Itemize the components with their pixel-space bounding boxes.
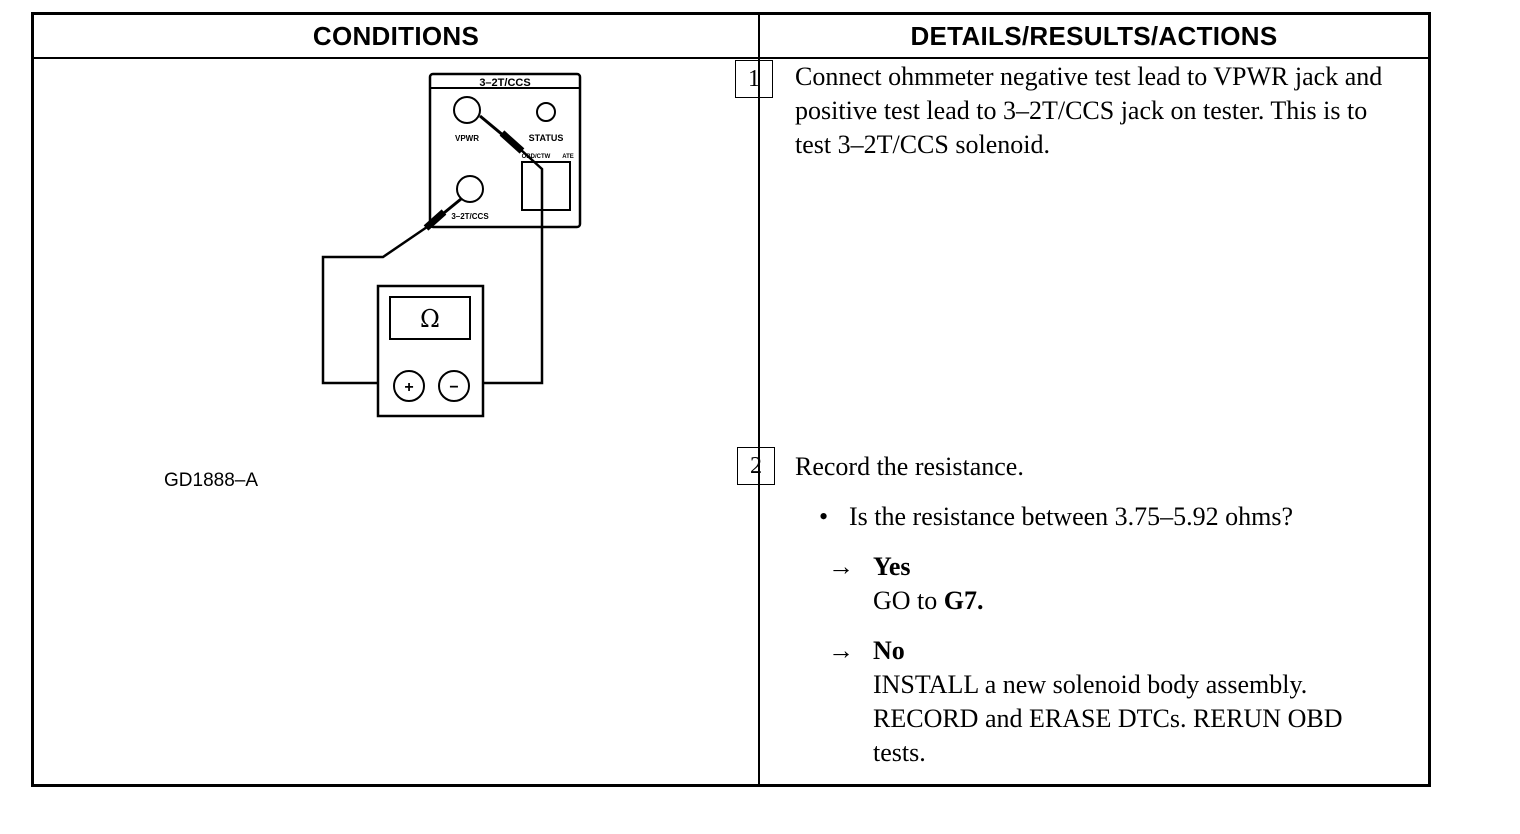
yes-action: GO to G7. [873, 584, 1393, 618]
vpwr-jack [453, 96, 481, 124]
arrow-right-icon: → [828, 552, 854, 581]
table-header-row: CONDITIONS DETAILS/RESULTS/ACTIONS [34, 15, 1428, 59]
figure-id: GD1888–A [164, 470, 259, 491]
yes-label: Yes [873, 552, 911, 581]
arrow-right-icon: → [828, 636, 854, 665]
wiring-diagram: 3–2T/CCS VPWR STATUS OBD/CTW ATE 3–2T/CC… [321, 72, 582, 418]
no-action: INSTALL a new solenoid body assembly. RE… [873, 670, 1343, 767]
wiring-figure: 3–2T/CCS VPWR STATUS OBD/CTW ATE 3–2T/CC… [34, 61, 758, 491]
bullet-icon: • [819, 502, 829, 531]
meter-minus-label: − [449, 379, 458, 396]
negative-lead-wire [466, 148, 544, 385]
meter-plus-jack [393, 370, 425, 402]
ccs-jack [456, 175, 484, 203]
step-2-text: Record the resistance. [795, 452, 1024, 481]
conditions-header: CONDITIONS [312, 21, 480, 51]
yes-action-prefix: GO to [873, 586, 944, 615]
column-divider [758, 15, 760, 784]
status-jack [536, 102, 556, 122]
ccs-jack-label: 3–2T/CCS [451, 212, 489, 221]
tester-title: 3–2T/CCS [479, 77, 530, 89]
answer-yes: → Yes GO to G7. [828, 550, 1398, 630]
meter-minus-jack [438, 370, 470, 402]
step-2-question: • Is the resistance between 3.75–5.92 ohm… [819, 500, 1293, 534]
details-header: DETAILS/RESULTS/ACTIONS [910, 21, 1278, 51]
negative-probe-grip [499, 130, 525, 154]
status-jack-label: STATUS [529, 133, 564, 143]
ate-port-label: ATE [562, 154, 574, 160]
step-1-text: Connect ohmmeter negative test lead to V… [795, 62, 1383, 159]
port-square [521, 161, 571, 211]
obd-port-label: OBD/CTW [522, 154, 551, 160]
no-label: No [873, 636, 905, 665]
yes-action-target: G7. [943, 586, 984, 615]
meter-plus-label: + [404, 379, 413, 396]
question-text: Is the resistance between 3.75–5.92 ohms… [849, 502, 1294, 531]
step-2-number: 2 [737, 447, 775, 485]
positive-lead-wire [321, 225, 428, 385]
diagnostic-table: CONDITIONS DETAILS/RESULTS/ACTIONS 3–2T/… [31, 12, 1431, 787]
step-1-number: 1 [735, 60, 773, 98]
positive-probe-grip [423, 209, 447, 231]
ohmmeter-display [389, 296, 471, 340]
ohm-symbol: Ω [420, 305, 440, 333]
vpwr-jack-label: VPWR [455, 134, 479, 143]
answer-no: → No INSTALL a new solenoid body assembl… [828, 634, 1398, 774]
